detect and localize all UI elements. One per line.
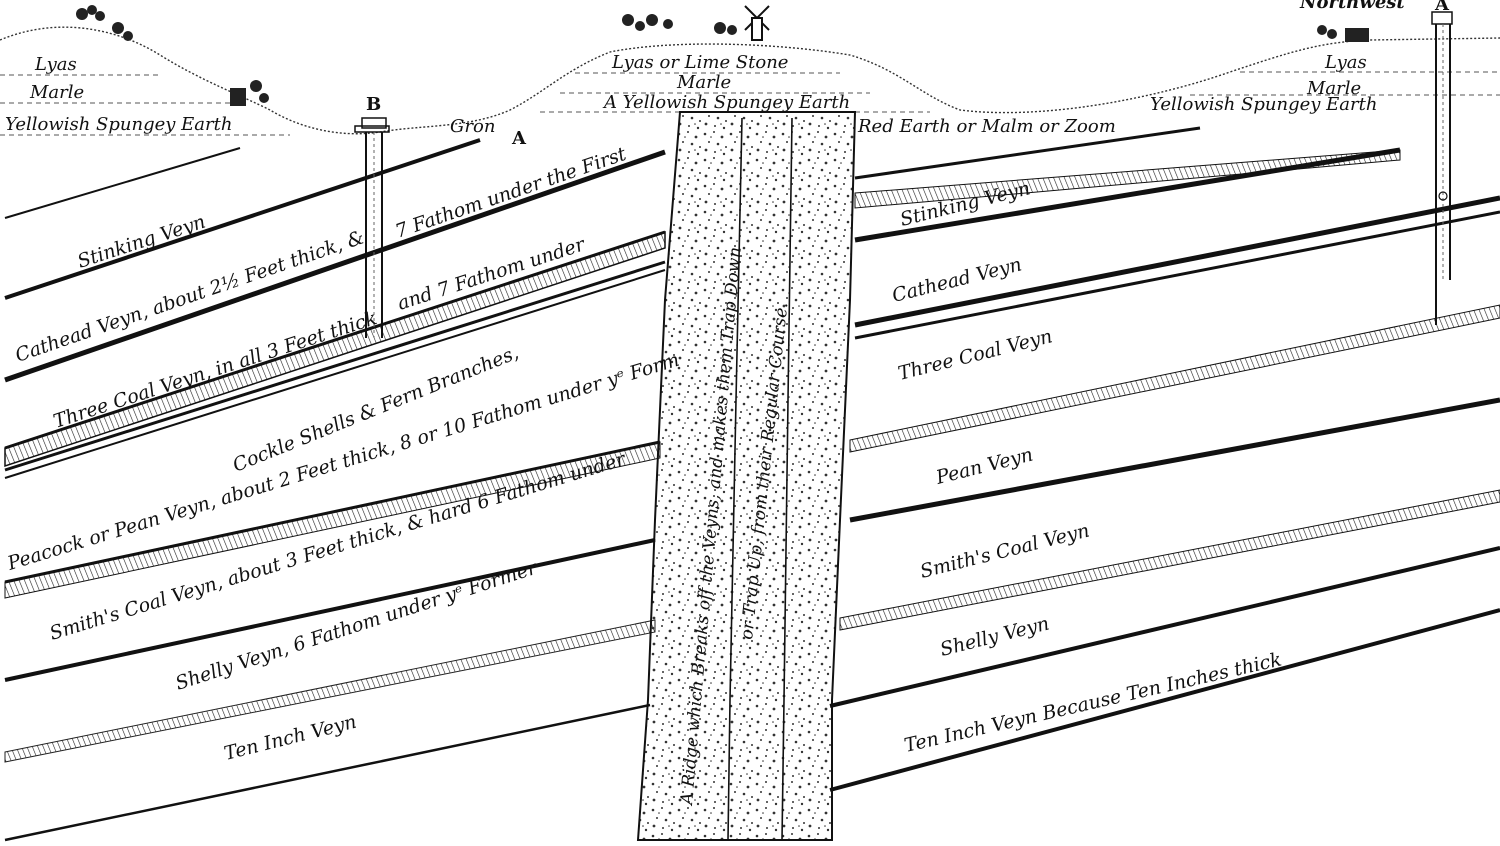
seam-cathead-right (854, 195, 1500, 328)
left-marle-label: Marle (29, 82, 84, 103)
seam-pean-right (849, 397, 1500, 523)
right-three-coal-label: Three Coal Veyn (896, 325, 1055, 385)
hill-earth-label: A Yellowish Spungey Earth (602, 92, 850, 113)
left-stinking-label: Stinking Veyn (75, 211, 208, 273)
red-earth-label: Red Earth or Malm or Zoom (857, 116, 1116, 137)
left-lyas-label: Lyas (34, 54, 77, 75)
seam-smiths-right (839, 489, 1500, 631)
shaft-b-label: B (366, 94, 381, 115)
compass-label: Northwest (1299, 0, 1405, 13)
right-smiths-label: Smith's Coal Veyn (918, 520, 1092, 583)
groove-label: Gron (450, 116, 495, 137)
seam-shelly-left (4, 538, 656, 682)
right-earth-label: Yellowish Spungey Earth (1150, 94, 1377, 115)
point-a-label: A (511, 128, 527, 149)
ground-profile (0, 26, 1500, 135)
seam-peacock-left-2 (4, 269, 666, 479)
seam-stinking-left (4, 138, 481, 300)
fault-ridge (636, 111, 857, 841)
seam-ten-inch-right (829, 608, 1500, 792)
hill-marle-label: Marle (676, 72, 731, 93)
seam-peacock-left (4, 260, 666, 472)
shaft-b (354, 117, 390, 338)
left-smiths-label: Smith's Coal Veyn, about 3 Feet thick, &… (47, 448, 630, 645)
seam-outcrop-line (4, 147, 241, 219)
cottage-icon (230, 80, 269, 106)
seam-cathead-left (4, 149, 666, 383)
seam-shelly-right (829, 546, 1500, 708)
fault-ridge-inner-left (727, 117, 743, 841)
windmill-icon (744, 5, 770, 41)
fault-ridge-inner-right (781, 117, 793, 841)
right-shelly-label: Shelly Veyn (938, 613, 1052, 661)
hill-lyas-label: Lyas or Lime Stone (611, 52, 788, 73)
tree-icon (76, 5, 133, 41)
seam-stinking-right (854, 149, 1401, 209)
right-pean-label: Pean Veyn (933, 444, 1035, 490)
shaft-a (1431, 11, 1453, 325)
farmhouse-icon (1317, 25, 1369, 42)
seam-three-coal-right (849, 304, 1500, 453)
left-seams (4, 138, 666, 842)
right-ten-inch-label: Ten Inch Veyn Because Ten Inches thick (902, 648, 1284, 756)
left-ten-inch-label: Ten Inch Veyn (222, 711, 359, 765)
bushes-icon (622, 14, 737, 35)
right-marle-label: Marle (1306, 78, 1361, 99)
seam-red-earth-right (854, 126, 1201, 180)
surface-strata (0, 71, 1500, 136)
right-seams (829, 126, 1500, 792)
shaft-a-label: A (1434, 0, 1450, 15)
left-earth-label: Yellowish Spungey Earth (5, 114, 232, 135)
seam-bottom-left (4, 703, 651, 842)
right-cathead-label: Cathead Veyn (890, 253, 1024, 306)
right-lyas-label: Lyas (1324, 52, 1367, 73)
